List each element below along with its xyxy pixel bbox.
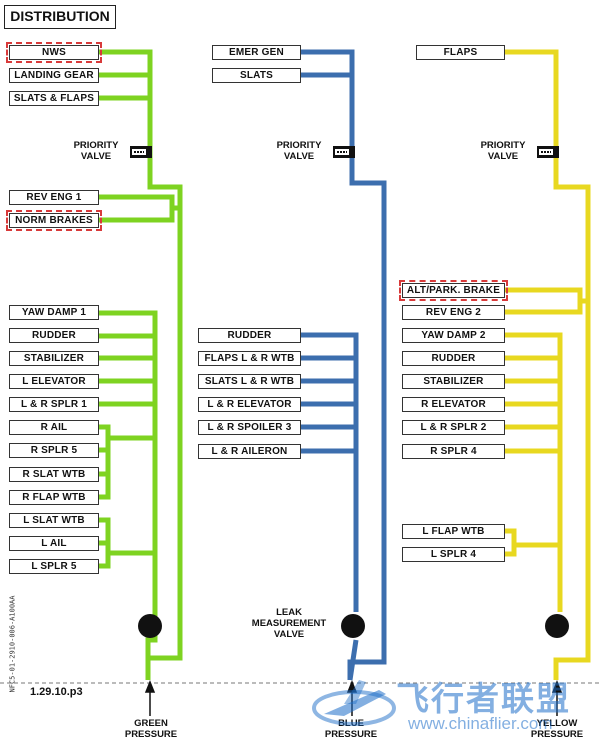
yellow-user-stabilizer: STABILIZER — [402, 374, 505, 389]
diagram-title: DISTRIBUTION — [4, 5, 116, 29]
green-user-stabilizer: STABILIZER — [9, 351, 99, 366]
green-user-landing-gear: LANDING GEAR — [9, 68, 99, 83]
yellow-mid-branch — [504, 287, 583, 315]
green-user-l-splr-5: L SPLR 5 — [9, 559, 99, 574]
yellow-lower-collector — [504, 332, 563, 612]
green-user-nws: NWS — [6, 42, 102, 63]
yellow-pressure-arrow — [551, 679, 563, 716]
green-user-slats-flaps: SLATS & FLAPS — [9, 91, 99, 106]
green-lower-collector — [98, 310, 158, 660]
priority-valve-yellow — [537, 146, 559, 158]
green-shutoff-valve — [138, 614, 162, 638]
priority-valve-blue — [333, 146, 355, 158]
green-user-r-ail: R AIL — [9, 420, 99, 435]
yellow-top-collector — [504, 49, 591, 680]
blue-pressure-arrow — [346, 679, 358, 716]
page-reference: 1.29.10.p3 — [30, 686, 83, 698]
blue-leak-measurement-valve — [341, 614, 365, 638]
green-user-norm-brakes: NORM BRAKES — [6, 210, 102, 231]
blue-lower-collector — [300, 332, 359, 612]
blue-user-lr-aileron: L & R AILERON — [198, 444, 301, 459]
yellow-user-yaw-damp-2: YAW DAMP 2 — [402, 328, 505, 343]
yellow-user-r-elevator: R ELEVATOR — [402, 397, 505, 412]
yellow-user-alt-park-brake: ALT/PARK. BRAKE — [399, 280, 508, 301]
yellow-system-lines — [504, 49, 591, 680]
green-user-yaw-damp-1: YAW DAMP 1 — [9, 305, 99, 320]
green-system-lines — [98, 49, 183, 680]
green-user-r-flap-wtb: R FLAP WTB — [9, 490, 99, 505]
yellow-pressure-label: YELLOW PRESSURE — [530, 718, 584, 740]
blue-leak-valve-label: LEAK MEASUREMENT VALVE — [251, 607, 327, 640]
yellow-user-r-splr-4: R SPLR 4 — [402, 444, 505, 459]
blue-user-rudder: RUDDER — [198, 328, 301, 343]
green-user-r-slat-wtb: R SLAT WTB — [9, 467, 99, 482]
yellow-user-l-flap-wtb: L FLAP WTB — [402, 524, 505, 539]
blue-user-slats-wtb: SLATS L & R WTB — [198, 374, 301, 389]
yellow-user-flaps: FLAPS — [416, 45, 505, 60]
blue-user-lr-spoiler-3: L & R SPOILER 3 — [198, 420, 301, 435]
blue-user-lr-elevator: L & R ELEVATOR — [198, 397, 301, 412]
green-pressure-label: GREEN PRESSURE — [124, 718, 178, 740]
green-pressure-arrow — [144, 679, 156, 716]
yellow-shutoff-valve — [545, 614, 569, 638]
green-r-wing-group — [98, 424, 111, 500]
yellow-flap-group — [504, 528, 517, 557]
blue-priority-valve-label: PRIORITY VALVE — [276, 140, 322, 162]
blue-user-slats: SLATS — [212, 68, 301, 83]
priority-valve-green — [130, 146, 152, 158]
yellow-user-rudder: RUDDER — [402, 351, 505, 366]
green-user-lr-splr-1: L & R SPLR 1 — [9, 397, 99, 412]
blue-pressure-label: BLUE PRESSURE — [324, 718, 378, 740]
green-user-l-slat-wtb: L SLAT WTB — [9, 513, 99, 528]
blue-user-flaps-wtb: FLAPS L & R WTB — [198, 351, 301, 366]
green-user-rev-eng-1: REV ENG 1 — [9, 190, 99, 205]
green-user-r-splr-5: R SPLR 5 — [9, 443, 99, 458]
blue-system-lines — [300, 49, 387, 681]
green-priority-valve-label: PRIORITY VALVE — [73, 140, 119, 162]
green-mid-branch — [98, 194, 175, 223]
yellow-user-l-splr-4: L SPLR 4 — [402, 547, 505, 562]
blue-top-collector — [300, 49, 387, 680]
document-id: NFC5-01-2910-006-A100AA — [8, 595, 17, 693]
green-user-l-ail: L AIL — [9, 536, 99, 551]
blue-user-emer-gen: EMER GEN — [212, 45, 301, 60]
yellow-user-rev-eng-2: REV ENG 2 — [402, 305, 505, 320]
yellow-user-lr-splr-2: L & R SPLR 2 — [402, 420, 505, 435]
green-user-l-elevator: L ELEVATOR — [9, 374, 99, 389]
blue-leak-to-pressure — [347, 639, 359, 681]
yellow-priority-valve-label: PRIORITY VALVE — [480, 140, 526, 162]
green-user-rudder: RUDDER — [9, 328, 99, 343]
